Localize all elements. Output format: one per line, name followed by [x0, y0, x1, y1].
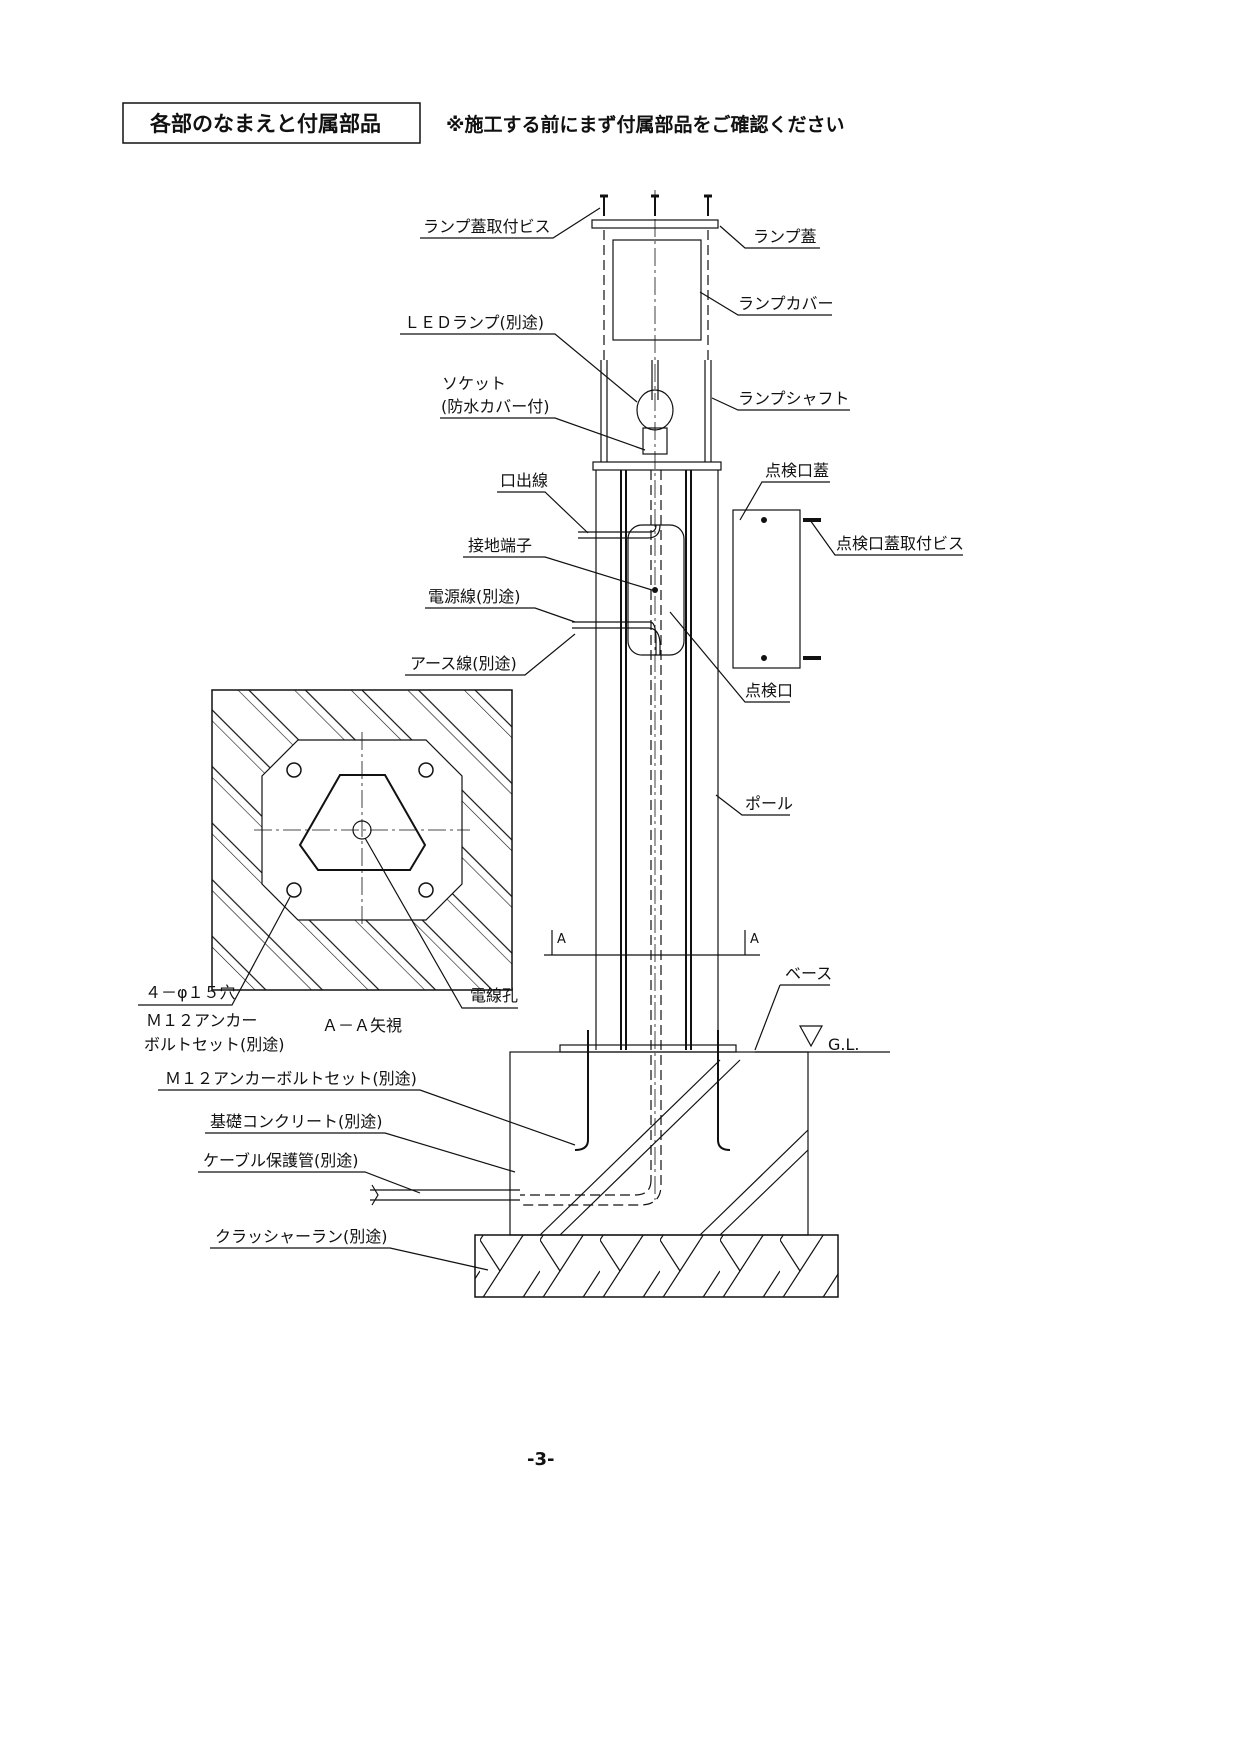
section-line [544, 930, 760, 956]
lamp-lid-screw-icons [600, 194, 712, 216]
label-anchor-2: ボルトセット(別途) [144, 1035, 285, 1054]
label-led-lamp: ＬＥＤランプ(別途) [404, 313, 544, 332]
ground-level-icon [798, 1025, 824, 1048]
base-plate-top [592, 461, 722, 471]
label-lamp-lid-screw: ランプ蓋取付ビス [423, 217, 551, 236]
section-view [211, 689, 513, 991]
label-anchor-bolt-set: Ｍ１２アンカーボルトセット(別途) [165, 1069, 417, 1088]
lamp-lid [591, 219, 719, 229]
bolt-hole-icons [286, 762, 434, 898]
label-section-mark-left: A [557, 932, 566, 947]
lead-wire [578, 524, 661, 539]
page-title: 各部のなまえと付属部品 [149, 112, 381, 136]
cable-pipe [370, 1184, 520, 1206]
label-section-view: Ａ－Ａ矢視 [322, 1016, 402, 1035]
inspection-lid-screw-icons [803, 518, 821, 660]
label-socket: ソケット [442, 374, 506, 393]
pole-section [298, 774, 427, 871]
lid-screw-hole-icon [761, 517, 767, 523]
label-inspection-lid-screw: 点検口蓋取付ビス [836, 534, 964, 553]
section-center-lines [254, 732, 470, 928]
title-box [122, 102, 421, 144]
base [559, 1044, 737, 1053]
label-cable-pipe: ケーブル保護管(別途) [203, 1151, 359, 1170]
label-wire-hole: 電線孔 [470, 986, 518, 1005]
wire-hole-icon [352, 820, 372, 840]
foundation-block [509, 1051, 809, 1236]
label-pole: ポール [745, 794, 793, 813]
label-section-mark-right: A [750, 932, 759, 947]
label-ground-level: G.L. [828, 1035, 859, 1054]
screw-hidden-lines [603, 230, 709, 360]
pole-inner-walls [620, 470, 692, 1050]
ground-terminal-icon [652, 587, 658, 593]
power-wire [572, 621, 661, 655]
label-lamp-lid: ランプ蓋 [753, 227, 817, 246]
lamp-cover [612, 239, 702, 341]
page-number: -3- [527, 1449, 554, 1470]
label-socket-note: (防水カバー付) [441, 397, 550, 416]
anchor-bolts [574, 1030, 731, 1151]
lamp-shaft [600, 360, 712, 462]
crusher-run [474, 1234, 839, 1298]
label-anchor-1: Ｍ１２アンカー [146, 1011, 257, 1030]
label-foundation: 基礎コンクリート(別途) [210, 1112, 383, 1131]
label-crusher-run: クラッシャーラン(別途) [215, 1227, 388, 1246]
foundation-hatch [539, 1059, 809, 1236]
header-note: ※施工する前にまず付属部品をご確認ください [446, 113, 844, 136]
lid-screw-hole-icon [761, 655, 767, 661]
label-inspection-port: 点検口 [745, 681, 793, 700]
label-ground-terminal: 接地端子 [468, 536, 532, 555]
inspection-lid [732, 509, 801, 669]
label-lamp-cover: ランプカバー [738, 294, 834, 313]
label-holes: ４－φ１５穴 [145, 983, 236, 1002]
label-lamp-shaft: ランプシャフト [738, 389, 850, 408]
cable-path [520, 470, 662, 1206]
lamp-assembly [591, 190, 722, 1200]
label-base: ベース [785, 964, 832, 983]
socket [642, 427, 668, 455]
label-lead-wire: 口出線 [500, 471, 548, 490]
leader-lines [138, 207, 963, 1271]
foundation [370, 1025, 890, 1298]
label-power-wire: 電源線(別途) [428, 587, 521, 606]
label-inspection-lid: 点検口蓋 [765, 461, 829, 480]
led-lamp-bulb [636, 389, 674, 431]
label-earth-wire: アース線(別途) [410, 654, 517, 673]
pole [520, 470, 821, 1206]
pole-outline [595, 470, 719, 1050]
